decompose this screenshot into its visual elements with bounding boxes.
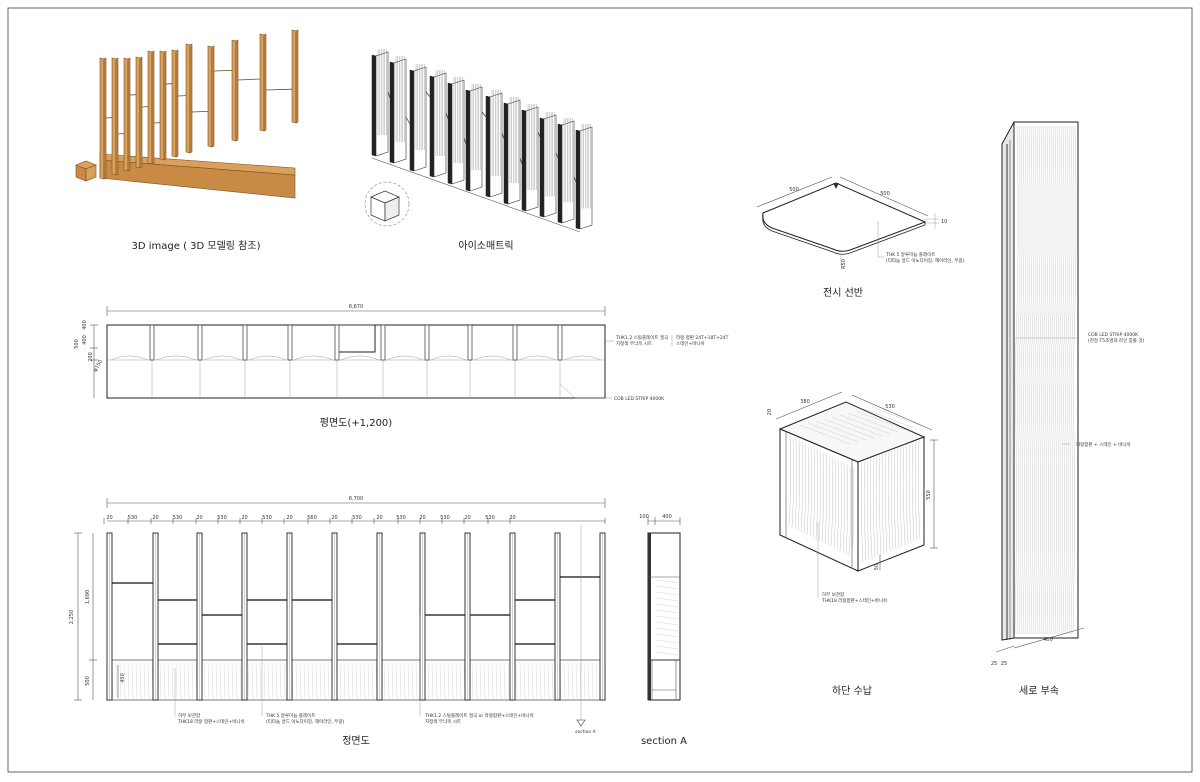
elevation-bay-dim: 530 [352, 515, 362, 521]
vertical-post-view: COB LED STRIP 4000K (천장 T5조명과 라인 맞출 것) 라… [991, 121, 1144, 667]
post-note-material: 라왕합판 + 스테인 + 바니쉬 [1076, 441, 1131, 448]
elevation-bay-dim: 20 [509, 515, 515, 521]
plan-dim-left-200: 200 [88, 352, 94, 362]
plan-dim-phi: φ150 [93, 359, 105, 373]
plan-note-led: COB LED STRIP 4000K [614, 396, 665, 402]
plan-dim-left-1: 400 [82, 335, 88, 345]
isometric-caption: 아이소매트릭 [458, 240, 513, 252]
section-a-view: 100 400 [639, 514, 681, 701]
cabinet-dim-width: 380 [800, 399, 810, 405]
section-caption: section A [641, 736, 687, 747]
stool-detail [364, 181, 410, 227]
elevation-bay-dim: 20 [376, 515, 382, 521]
post-dim-right: 25 [1001, 661, 1007, 667]
elevation-bay-dim: 530 [396, 515, 406, 521]
elevation-note-storage: 하부 보관함 [178, 712, 200, 719]
elevation-bay-dim: 20 [286, 515, 292, 521]
plan-note-steel: THK1.2 스틸플레이트 절곡 [615, 334, 668, 341]
isometric-line-drawing [371, 49, 593, 233]
elevation-bay-dim: 530 [128, 515, 138, 521]
display-shelf-view: 500 500 10 R50 THK 5 알루미늄 플레이트 (티타늄 골드 아… [756, 176, 965, 269]
shelf-dim-thk: 10 [941, 219, 947, 225]
elevation-bay-dim: 20 [241, 515, 247, 521]
plan-dim-left-0: 400 [82, 320, 88, 330]
elevation-note-aluminum: THK 5 알루미늄 플레이트 [265, 712, 315, 719]
elevation-view: 6,700 20 530 20 530 20 530 20 530 20 560 20 530 20 53… [69, 496, 606, 735]
elevation-bay-dim: 530 [262, 515, 272, 521]
plan-dim-left-500: 500 [74, 339, 80, 349]
elevation-note-storage-mat: THK18 라왕 합판+스테인+바니쉬 [177, 718, 245, 725]
plan-view: 6,670 400 400 500 200 φ150 THK1.2 스틸플레이트… [74, 304, 729, 402]
elevation-bay-dim: 20 [464, 515, 470, 521]
shelf-dim-radius: R50 [841, 259, 847, 269]
plan-overall-dim: 6,670 [349, 304, 363, 310]
cabinet-note-storage: 하부 보관함 [822, 591, 844, 598]
elevation-bay-dim: 20 [419, 515, 425, 521]
shelf-caption: 전시 선반 [823, 287, 863, 299]
post-dim-width: 400 [1043, 637, 1053, 643]
plan-note-plywood: 라왕 합판 24T+18T+24T [676, 334, 729, 341]
elevation-bay-dim: 530 [217, 515, 227, 521]
elevation-bay-dim: 530 [440, 515, 450, 521]
cabinet-dim-thk: 20 [767, 409, 773, 415]
elevation-height-total: 2,250 [69, 610, 75, 624]
post-note-led: COB LED STRIP 4000K [1088, 332, 1139, 338]
elevation-overall-dim: 6,700 [349, 496, 363, 502]
section-marker: section A [575, 729, 597, 735]
elevation-bay-dim: 20 [331, 515, 337, 521]
elevation-bay-dim: 530 [173, 515, 183, 521]
section-dim-100: 100 [639, 514, 649, 520]
cabinet-dim-base: 50 [874, 564, 880, 570]
post-caption: 세로 부속 [1019, 685, 1059, 697]
section-dim-400: 400 [662, 514, 672, 520]
shelf-dim-b: 500 [880, 191, 890, 197]
elevation-bay-dim: 20 [196, 515, 202, 521]
cabinet-dim-height: 550 [926, 490, 932, 500]
elevation-note-aluminum-finish: (티타늄 골드 아노다이징, 헤어라인, 무광) [266, 718, 345, 725]
cabinet-dim-depth: 530 [885, 404, 895, 410]
iso-3d-caption: 3D image ( 3D 모델링 참조) [132, 240, 261, 252]
elevation-bay-dim: 560 [307, 515, 317, 521]
elevation-height-lower: 500 [85, 676, 91, 686]
post-dim-left: 25 [991, 661, 997, 667]
elevation-height-upper: 1,690 [85, 590, 91, 604]
lower-cabinet-view: 380 530 550 20 50 하부 보관함 THK18 라왕합판+스테인+… [767, 391, 938, 604]
cabinet-note-material: THK18 라왕합판+스테인+바니쉬 [821, 597, 887, 604]
plan-note-stain: 스테인+바니쉬 [676, 340, 705, 347]
shelf-note-aluminum: THK 5 알루미늄 플레이트 [885, 251, 935, 258]
shelf-note-finish: (티타늄 골드 아노다이징, 헤어라인, 무광) [886, 257, 965, 264]
elevation-bay-dim: 20 [106, 515, 112, 521]
plan-note-veneer: 지정색 무늬목 시트 [616, 340, 652, 347]
sheet-border [7, 7, 1193, 773]
post-note-led-align: (천장 T5조명과 라인 맞출 것) [1088, 337, 1144, 344]
elevation-bay-dim: 20 [152, 515, 158, 521]
elevation-bay-dim: 530 [485, 515, 495, 521]
cabinet-caption: 하단 수납 [832, 684, 872, 697]
iso-3d-model [75, 29, 299, 199]
elevation-height-inner: 450 [120, 673, 126, 683]
elevation-caption: 정면도 [342, 735, 370, 747]
elevation-note-veneer: 지정색 무늬목 시트 [425, 718, 461, 725]
shelf-dim-a: 500 [789, 187, 799, 193]
plan-caption: 평면도(+1,200) [320, 417, 393, 429]
elevation-note-steel: THK1.2 스틸플레이트 절곡 or 라왕합판+스테인+바니쉬 [424, 712, 534, 719]
